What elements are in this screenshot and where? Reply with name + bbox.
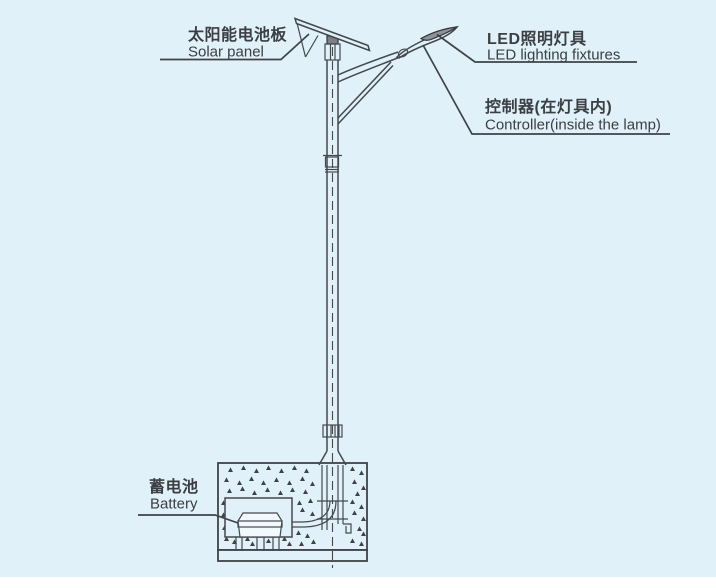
solar-panel-label: 太阳能电池板 Solar panel	[187, 25, 288, 61]
controller-label-en: Controller(inside the lamp)	[485, 117, 661, 134]
pole-drawing	[318, 35, 347, 568]
bottom-margin-strip	[0, 577, 716, 588]
led-label-en: LED lighting fixtures	[487, 47, 620, 64]
battery-cable-drawing	[282, 500, 337, 528]
controller-label: 控制器(在灯具内) Controller(inside the lamp)	[485, 97, 661, 134]
lamp-head-canopy	[419, 26, 458, 41]
lamp-head-drawing	[395, 25, 459, 59]
battery-label: 蓄电池 Battery	[149, 477, 199, 513]
battery-band	[237, 520, 283, 528]
solar-panel-label-en: Solar panel	[188, 44, 264, 61]
battery-label-zh: 蓄电池	[149, 477, 199, 496]
battery-body	[237, 512, 283, 538]
led-label-zh: LED照明灯具	[487, 30, 587, 48]
lamp-arm-drawing	[337, 51, 401, 125]
led-label: LED照明灯具 LED lighting fixtures	[487, 30, 620, 64]
battery-label-en: Battery	[150, 496, 198, 513]
led-leader-line	[436, 33, 637, 63]
battery-drawing	[224, 497, 293, 551]
solar-panel-leader-line	[160, 33, 310, 61]
battery-leader-line	[138, 514, 239, 524]
solar-panel-label-zh: 太阳能电池板	[187, 25, 288, 44]
underground-anchor-drawing	[317, 465, 352, 534]
controller-leader-line	[422, 44, 670, 135]
solar-panel-drawing	[293, 17, 371, 58]
controller-label-zh: 控制器(在灯具内)	[485, 97, 612, 116]
